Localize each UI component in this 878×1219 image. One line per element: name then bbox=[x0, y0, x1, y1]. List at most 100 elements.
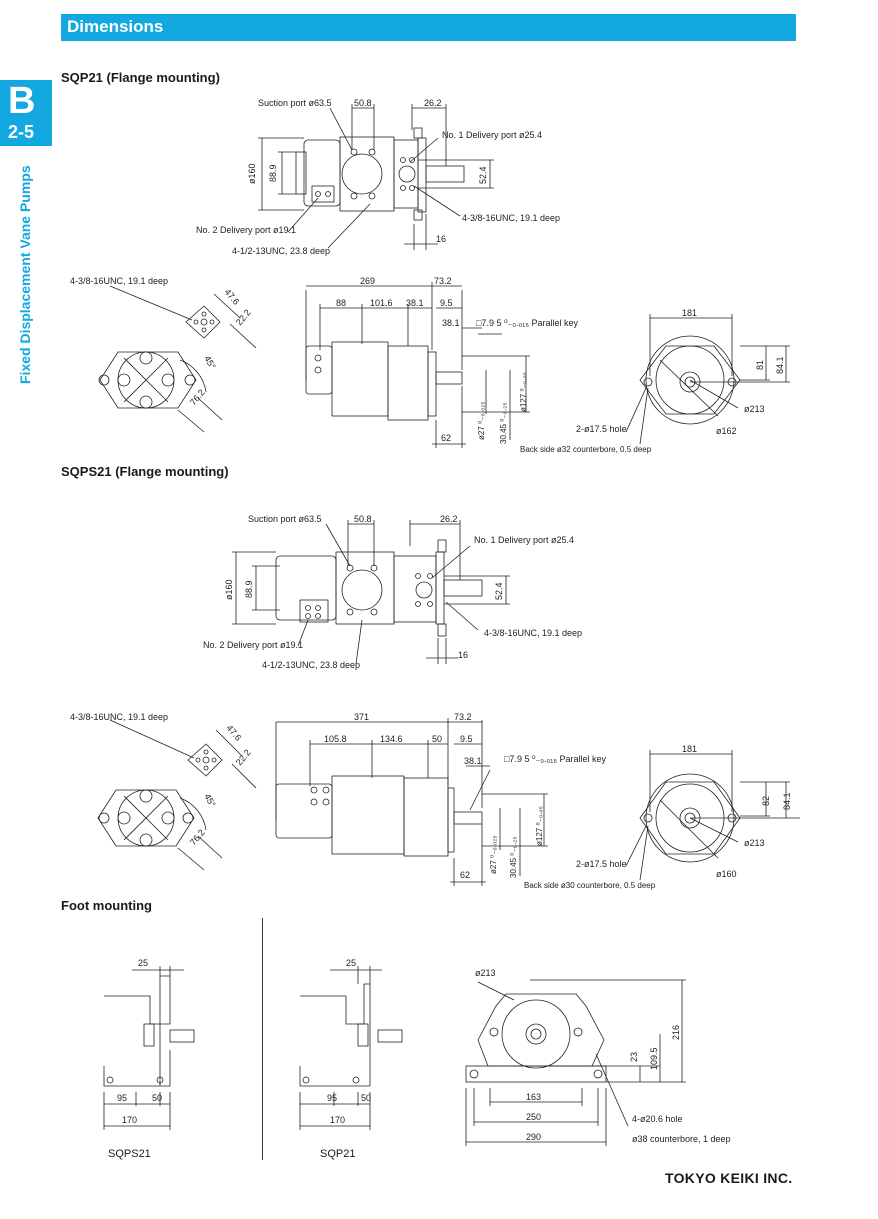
foot-title: Foot mounting bbox=[61, 898, 152, 913]
sqp21-dim-81: 81 bbox=[755, 360, 765, 370]
sqps21-dim-105-8: 105.8 bbox=[324, 734, 347, 744]
sqp21-delivery1: No. 1 Delivery port ø25.4 bbox=[442, 130, 542, 140]
sqps21-key: □7.9 5 ⁰₋₀.₀₁₅ Parallel key bbox=[504, 754, 606, 764]
sqp21-suction-port: Suction port ø63.5 bbox=[258, 98, 332, 108]
sqp21-side-view bbox=[258, 104, 494, 250]
sqps21-hole: 2-ø17.5 hole bbox=[576, 859, 627, 869]
sqp21-key: □7.9 5 ⁰₋₀.₀₁₅ Parallel key bbox=[476, 318, 578, 328]
sqps21-dim-9-5: 9.5 bbox=[460, 734, 473, 744]
sqps21-dim-134-6: 134.6 bbox=[380, 734, 403, 744]
foot-mid-dim-170: 170 bbox=[330, 1115, 345, 1125]
foot-left-dim-170: 170 bbox=[122, 1115, 137, 1125]
sqps21-dim-127: ø127 ⁰₋₀.₀₅ bbox=[535, 806, 544, 846]
foot-right-drawing bbox=[465, 979, 686, 1146]
sqp21-unc-12: 4-1/2-13UNC, 23.8 deep bbox=[232, 246, 330, 256]
sqps21-title: SQPS21 (Flange mounting) bbox=[61, 464, 229, 479]
page-title: Dimensions bbox=[67, 17, 164, 36]
header-bar: Dimensions bbox=[61, 14, 796, 41]
sqps21-front-unc: 4-3/8-16UNC, 19.1 deep bbox=[70, 712, 168, 722]
sqp21-front-face bbox=[98, 285, 257, 433]
sqp21-dim-160: ø160 bbox=[247, 163, 257, 184]
sqp21-dim-181: 181 bbox=[682, 308, 697, 318]
sqps21-unc-38: 4-3/8-16UNC, 19.1 deep bbox=[484, 628, 582, 638]
sqps21-dim-76-2: 76.2 bbox=[188, 827, 207, 847]
brand-logo-text: TOKYO KEIKI INC. bbox=[665, 1170, 793, 1186]
sqps21-dim-62: 62 bbox=[460, 870, 470, 880]
section-tab: B 2-5 bbox=[0, 80, 52, 146]
foot-mid-drawing bbox=[299, 966, 403, 1130]
sqp21-dim-88: 88 bbox=[336, 298, 346, 308]
sqps21-dim-38-1: 38.1 bbox=[464, 756, 482, 766]
sqp21-dim-76-2: 76.2 bbox=[188, 387, 207, 407]
sqp21-dim-84-1: 84.1 bbox=[775, 356, 785, 374]
sqp21-dim-38-1a: 38.1 bbox=[406, 298, 424, 308]
sqps21-counterbore: Back side ø30 counterbore, 0.5 deep bbox=[524, 881, 656, 890]
sqp21-counterbore: Back side ø32 counterbore, 0.5 deep bbox=[520, 445, 652, 454]
sqp21-dim-269: 269 bbox=[360, 276, 375, 286]
tab-letter: B bbox=[8, 80, 36, 122]
sqps21-front-face bbox=[97, 719, 257, 871]
foot-mid-dim-50: 50 bbox=[361, 1093, 371, 1103]
sqps21-dim-47-6: 47.6 bbox=[224, 723, 243, 743]
sqps21-side-view bbox=[232, 520, 510, 665]
sqps21-suction-port: Suction port ø63.5 bbox=[248, 514, 322, 524]
sqp21-dim-30-45: 30.45 ⁰₋₀.₂₅ bbox=[499, 402, 508, 444]
sqp21-dim-26-2: 26.2 bbox=[424, 98, 442, 108]
sqp21-hole: 2-ø17.5 hole bbox=[576, 424, 627, 434]
sqps21-dim-213: ø213 bbox=[744, 838, 765, 848]
foot-mid-dim-25: 25 bbox=[346, 958, 356, 968]
sqps21-dim-73-2: 73.2 bbox=[454, 712, 472, 722]
foot-mid-caption: SQP21 bbox=[320, 1148, 356, 1160]
sqp21-dim-52-4: 52.4 bbox=[478, 166, 488, 184]
sqps21-dim-82: 82 bbox=[761, 796, 771, 806]
foot-right-dim-290: 290 bbox=[526, 1132, 541, 1142]
sqps21-dim-16: 16 bbox=[458, 650, 468, 660]
sqps21-dim-50-8: 50.8 bbox=[354, 514, 372, 524]
sqp21-dim-9-5: 9.5 bbox=[440, 298, 453, 308]
sqps21-dim-88-9: 88.9 bbox=[244, 580, 254, 598]
sqps21-dim-84-1: 84.1 bbox=[782, 792, 792, 810]
sqps21-delivery1: No. 1 Delivery port ø25.4 bbox=[474, 535, 574, 545]
sqp21-dim-16: 16 bbox=[436, 234, 446, 244]
foot-right-dim-216: 216 bbox=[671, 1025, 681, 1040]
sqp21-dim-101-6: 101.6 bbox=[370, 298, 393, 308]
foot-divider bbox=[262, 918, 263, 1160]
sqps21-dim-52-4: 52.4 bbox=[494, 582, 504, 600]
sqps21-dim-30-45: 30.45 ⁰₋₀.₂₅ bbox=[509, 836, 518, 878]
sqps21-dim-27: ø27 ⁰₋₀.₀₂₅ bbox=[489, 835, 498, 874]
foot-left-caption: SQPS21 bbox=[108, 1148, 151, 1160]
sqp21-dim-38-1b: 38.1 bbox=[442, 318, 460, 328]
sqps21-dim-26-2: 26.2 bbox=[440, 514, 458, 524]
foot-left-dim-95: 95 bbox=[117, 1093, 127, 1103]
sqps21-dim-50: 50 bbox=[432, 734, 442, 744]
sqp21-dim-162: ø162 bbox=[716, 426, 737, 436]
foot-left-drawing bbox=[103, 966, 195, 1130]
sqp21-dim-62: 62 bbox=[441, 433, 451, 443]
foot-left-dim-50: 50 bbox=[152, 1093, 162, 1103]
sqp21-dim-22-2: 22.2 bbox=[234, 307, 253, 327]
sqps21-dim-45: 45° bbox=[202, 792, 218, 809]
sqp21-dim-73-2: 73.2 bbox=[434, 276, 452, 286]
sqps21-dim-160: ø160 bbox=[224, 579, 234, 600]
sqp21-dim-127: ø127 ⁰₋₀.₀₅ bbox=[519, 372, 528, 412]
foot-mid-dim-95: 95 bbox=[327, 1093, 337, 1103]
sqps21-delivery2: No. 2 Delivery port ø19.1 bbox=[203, 640, 303, 650]
sqp21-front-unc: 4-3/8-16UNC, 19.1 deep bbox=[70, 276, 168, 286]
sqps21-plan-side bbox=[275, 718, 548, 886]
tab-number: 2-5 bbox=[8, 122, 35, 142]
sqp21-dim-45: 45° bbox=[202, 354, 218, 371]
sqp21-dim-27: ø27 ⁰₋₀.₀₂₅ bbox=[477, 401, 486, 440]
sqps21-unc-12: 4-1/2-13UNC, 23.8 deep bbox=[262, 660, 360, 670]
sqp21-title: SQP21 (Flange mounting) bbox=[61, 70, 220, 85]
foot-right-dim-109-5: 109.5 bbox=[649, 1047, 659, 1070]
foot-right-hole: 4-ø20.6 hole bbox=[632, 1114, 683, 1124]
sqp21-dim-213: ø213 bbox=[744, 404, 765, 414]
foot-right-dim-23: 23 bbox=[629, 1052, 639, 1062]
sqp21-delivery2: No. 2 Delivery port ø19.1 bbox=[196, 225, 296, 235]
sqp21-rear-view bbox=[625, 314, 790, 445]
sqps21-rear-view bbox=[625, 750, 800, 881]
sqps21-dim-160: ø160 bbox=[716, 869, 737, 879]
sqp21-plan-side bbox=[305, 282, 530, 448]
foot-right-dim-213: ø213 bbox=[475, 968, 496, 978]
